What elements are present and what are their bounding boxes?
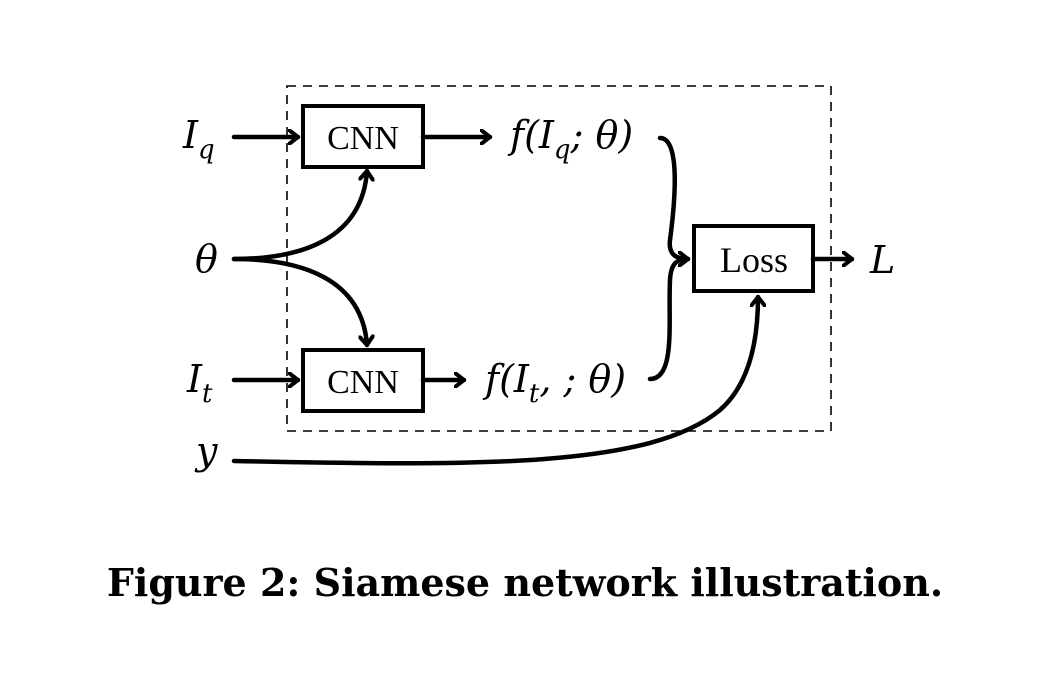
input-y: y	[194, 429, 218, 473]
arrow-theta-to-cnn-bottom	[231, 256, 367, 348]
output-l: L	[869, 238, 895, 282]
f-it-symbol: I	[513, 357, 530, 401]
cnn-top-label: CNN	[327, 120, 399, 157]
loss-label: Loss	[720, 240, 788, 280]
loss-box	[692, 224, 815, 293]
f-iq-subscript: q	[554, 135, 571, 165]
output-f-it: f(It, ; θ)	[482, 357, 626, 409]
f-iq-suffix: ; θ)	[570, 113, 634, 157]
output-f-iq: f(Iq; θ)	[507, 113, 633, 165]
input-iq: Iq	[182, 113, 215, 165]
input-theta: θ	[195, 237, 218, 281]
arrow-y-to-loss	[231, 294, 758, 466]
input-iq-subscript: q	[198, 135, 215, 165]
f-iq-prefix: f(	[507, 113, 540, 157]
arrow-f-it-to-loss	[647, 256, 691, 382]
f-iq-symbol: I	[538, 113, 555, 157]
cnn-bottom-box	[301, 348, 425, 413]
cnn-bottom-label: CNN	[327, 364, 399, 401]
input-it-symbol: I	[186, 357, 203, 401]
input-it-subscript: t	[202, 379, 213, 409]
f-it-prefix: f(	[482, 357, 515, 401]
input-it: It	[186, 357, 213, 409]
shared-weights-region	[286, 85, 832, 432]
arrow-theta-to-cnn-top	[231, 168, 367, 262]
figure-caption: Figure 2: Siamese network illustration.	[106, 560, 944, 605]
f-it-suffix: , ; θ)	[539, 357, 626, 401]
f-it-subscript: t	[529, 379, 540, 409]
input-iq-symbol: I	[182, 113, 199, 157]
arrow-f-iq-to-loss	[657, 135, 691, 259]
